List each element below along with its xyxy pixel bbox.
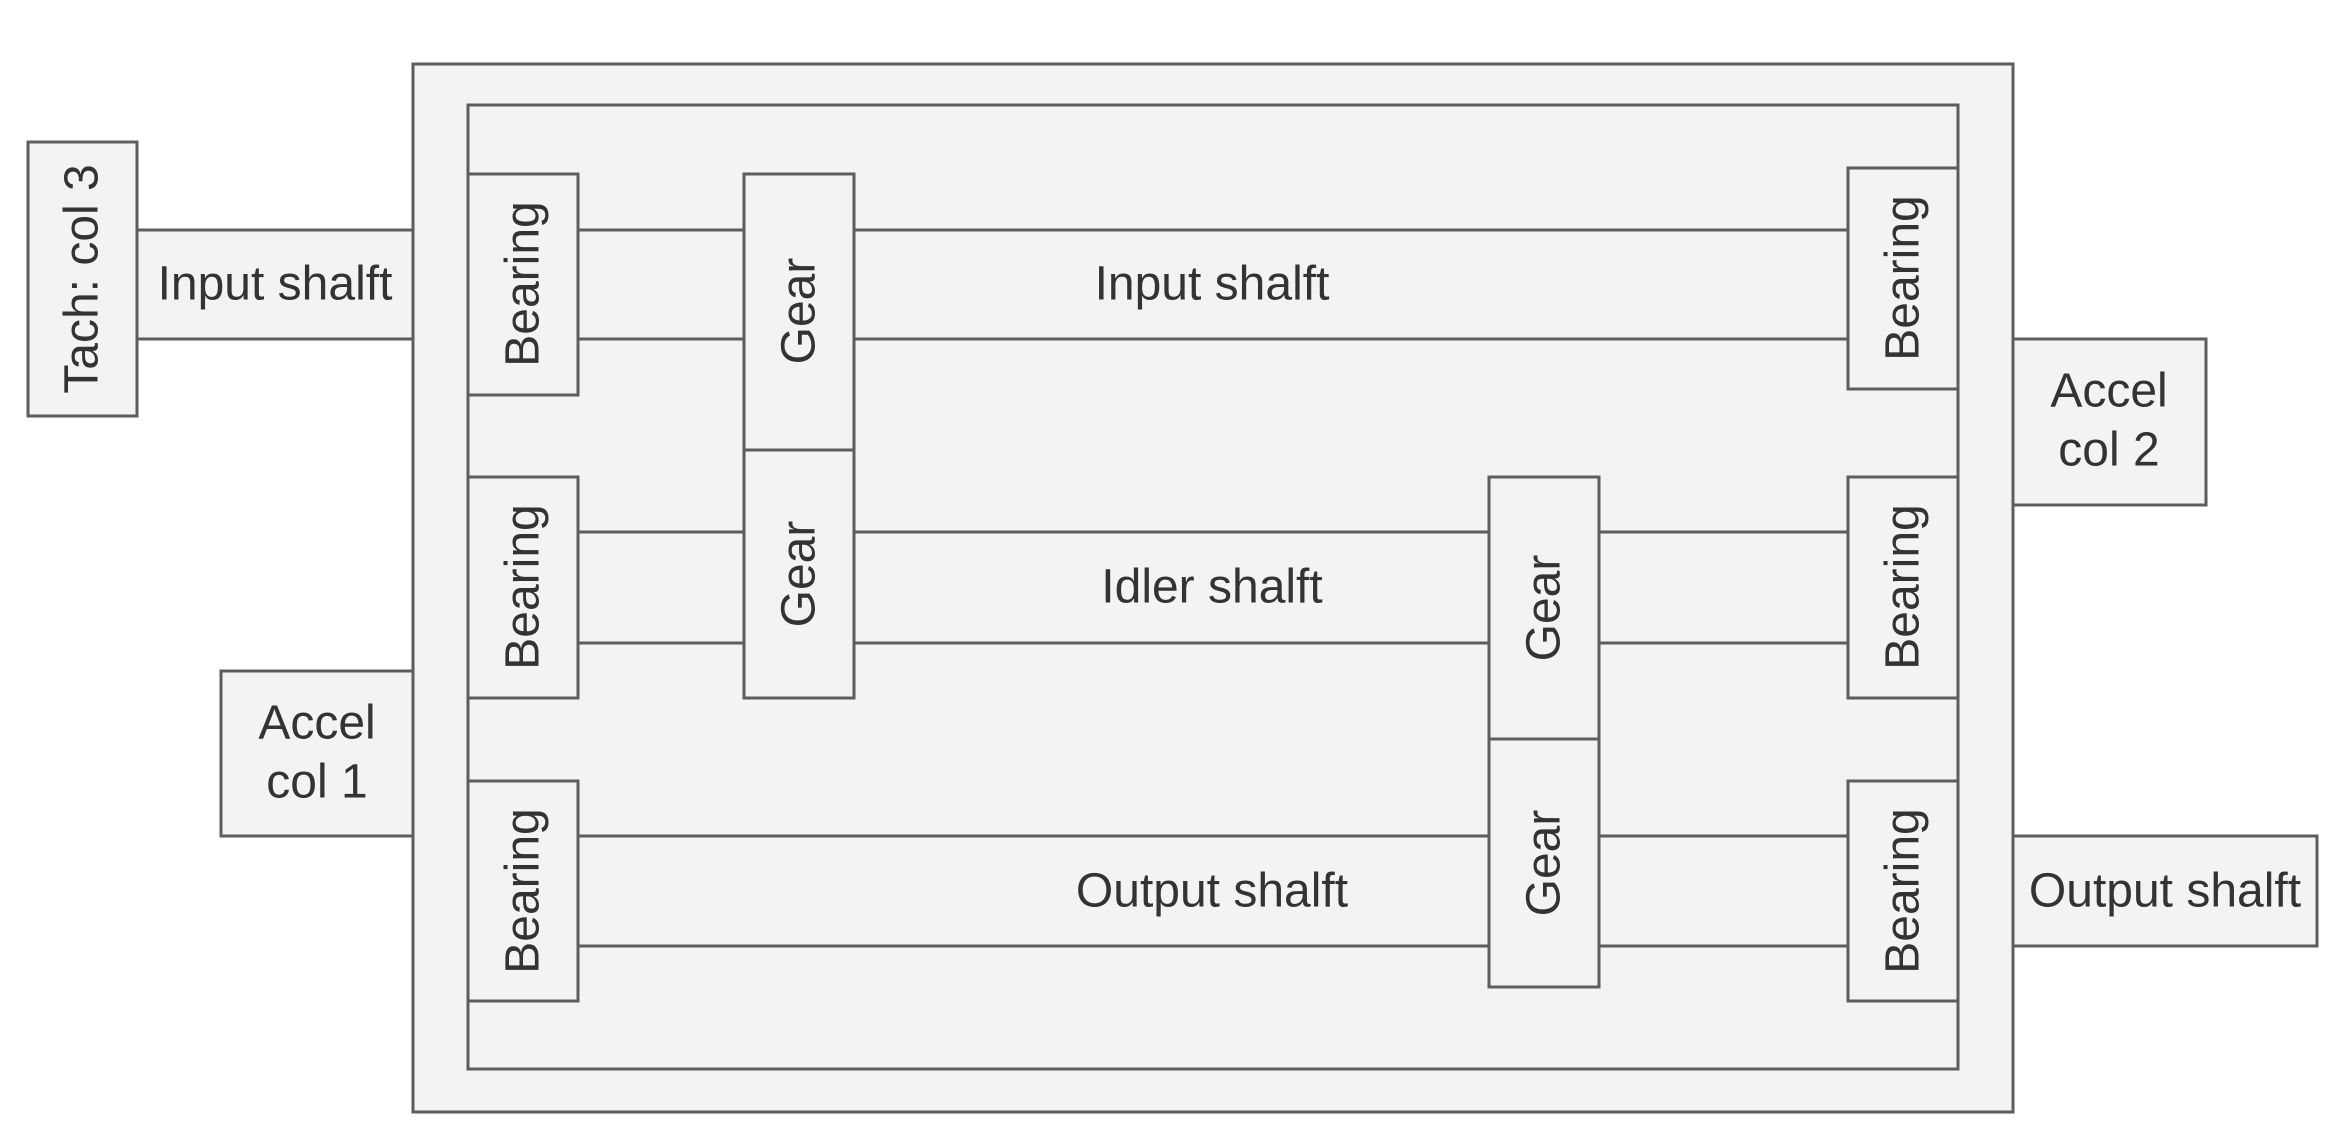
bearing-output-left <box>466 779 580 1003</box>
bearing-idler-right <box>1846 475 1960 700</box>
bearing-idler-left-label: Bearing <box>497 504 550 669</box>
input-shaft-external-label: Input shalft <box>158 258 393 311</box>
inner-housing <box>466 103 1960 1071</box>
bearing-idler-right-label: Bearing <box>1877 504 1930 669</box>
accel-col1-label-line2: col 1 <box>266 756 367 809</box>
gear-output-label: Gear <box>1518 810 1571 917</box>
accel-col2-label-line1: Accel <box>2050 365 2167 418</box>
bearing-input-left-label: Bearing <box>497 201 550 366</box>
bearing-output-right-label: Bearing <box>1877 808 1930 973</box>
gear-idler-right-label: Gear <box>1518 555 1571 662</box>
idler-shaft-label: Idler shalft <box>1101 561 1322 614</box>
bearing-input-right-label: Bearing <box>1877 195 1930 360</box>
bearing-idler-left <box>466 475 580 700</box>
input-shaft-label: Input shalft <box>1095 258 1330 311</box>
input-shaft-external <box>135 228 415 341</box>
bearing-input-right <box>1846 166 1960 391</box>
accel-col1-label-line1: Accel <box>258 697 375 750</box>
output-shaft-external <box>2011 834 2319 948</box>
output-shaft-external-label: Output shalft <box>2029 865 2301 918</box>
gear-idler-left <box>742 448 856 700</box>
bearing-output-left-label: Bearing <box>497 808 550 973</box>
accel-col2-box <box>2011 337 2208 507</box>
accel-col1-box <box>219 669 415 838</box>
accel-col2-label-line2: col 2 <box>2058 424 2159 477</box>
tach-label: Tach: col 3 <box>56 164 109 393</box>
gear-output <box>1487 737 1601 989</box>
gear-idler-right <box>1487 475 1601 741</box>
bearing-output-right <box>1846 779 1960 1003</box>
tach-box <box>26 140 139 418</box>
output-shaft-label: Output shalft <box>1076 865 1348 918</box>
gear-input-label: Gear <box>773 258 826 365</box>
gear-idler-left-label: Gear <box>773 521 826 628</box>
bearing-input-left <box>466 172 580 397</box>
